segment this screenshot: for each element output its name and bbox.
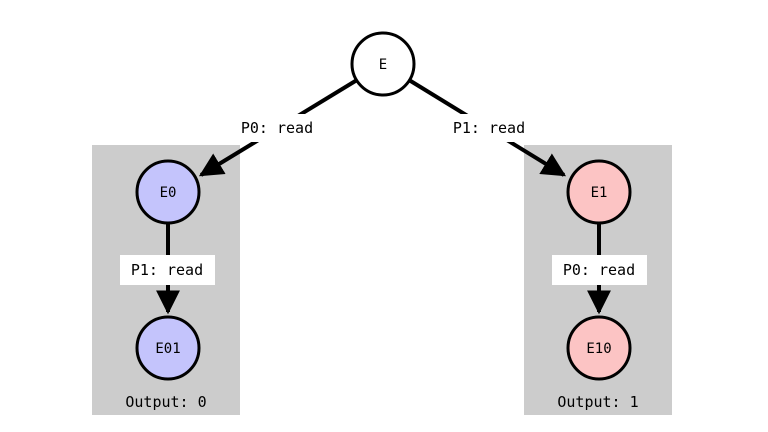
left-inner-edge-label-bg: [120, 255, 215, 285]
node-e01: [135, 315, 201, 381]
node-e1-label: E1: [591, 185, 608, 201]
right-inner-edge-label-bg: [552, 255, 647, 285]
right-output-label: Output: 1: [557, 393, 638, 411]
node-e10-label: E10: [586, 341, 611, 357]
root-node-label: E: [379, 57, 387, 73]
left-edge-label: P0: read: [241, 119, 313, 137]
right-inner-edge-label: P0: read: [563, 261, 635, 279]
node-e0-label: E0: [160, 185, 177, 201]
node-e1: [566, 159, 632, 225]
node-e01-label: E01: [155, 341, 180, 357]
root-node: [350, 31, 416, 97]
node-e10: [566, 315, 632, 381]
right-edge-label-bg: [440, 114, 538, 142]
left-inner-edge-label: P1: read: [131, 261, 203, 279]
node-e0: [135, 159, 201, 225]
left-output-label: Output: 0: [125, 393, 206, 411]
left-edge-label-bg: [228, 114, 326, 142]
right-edge-label: P1: read: [453, 119, 525, 137]
